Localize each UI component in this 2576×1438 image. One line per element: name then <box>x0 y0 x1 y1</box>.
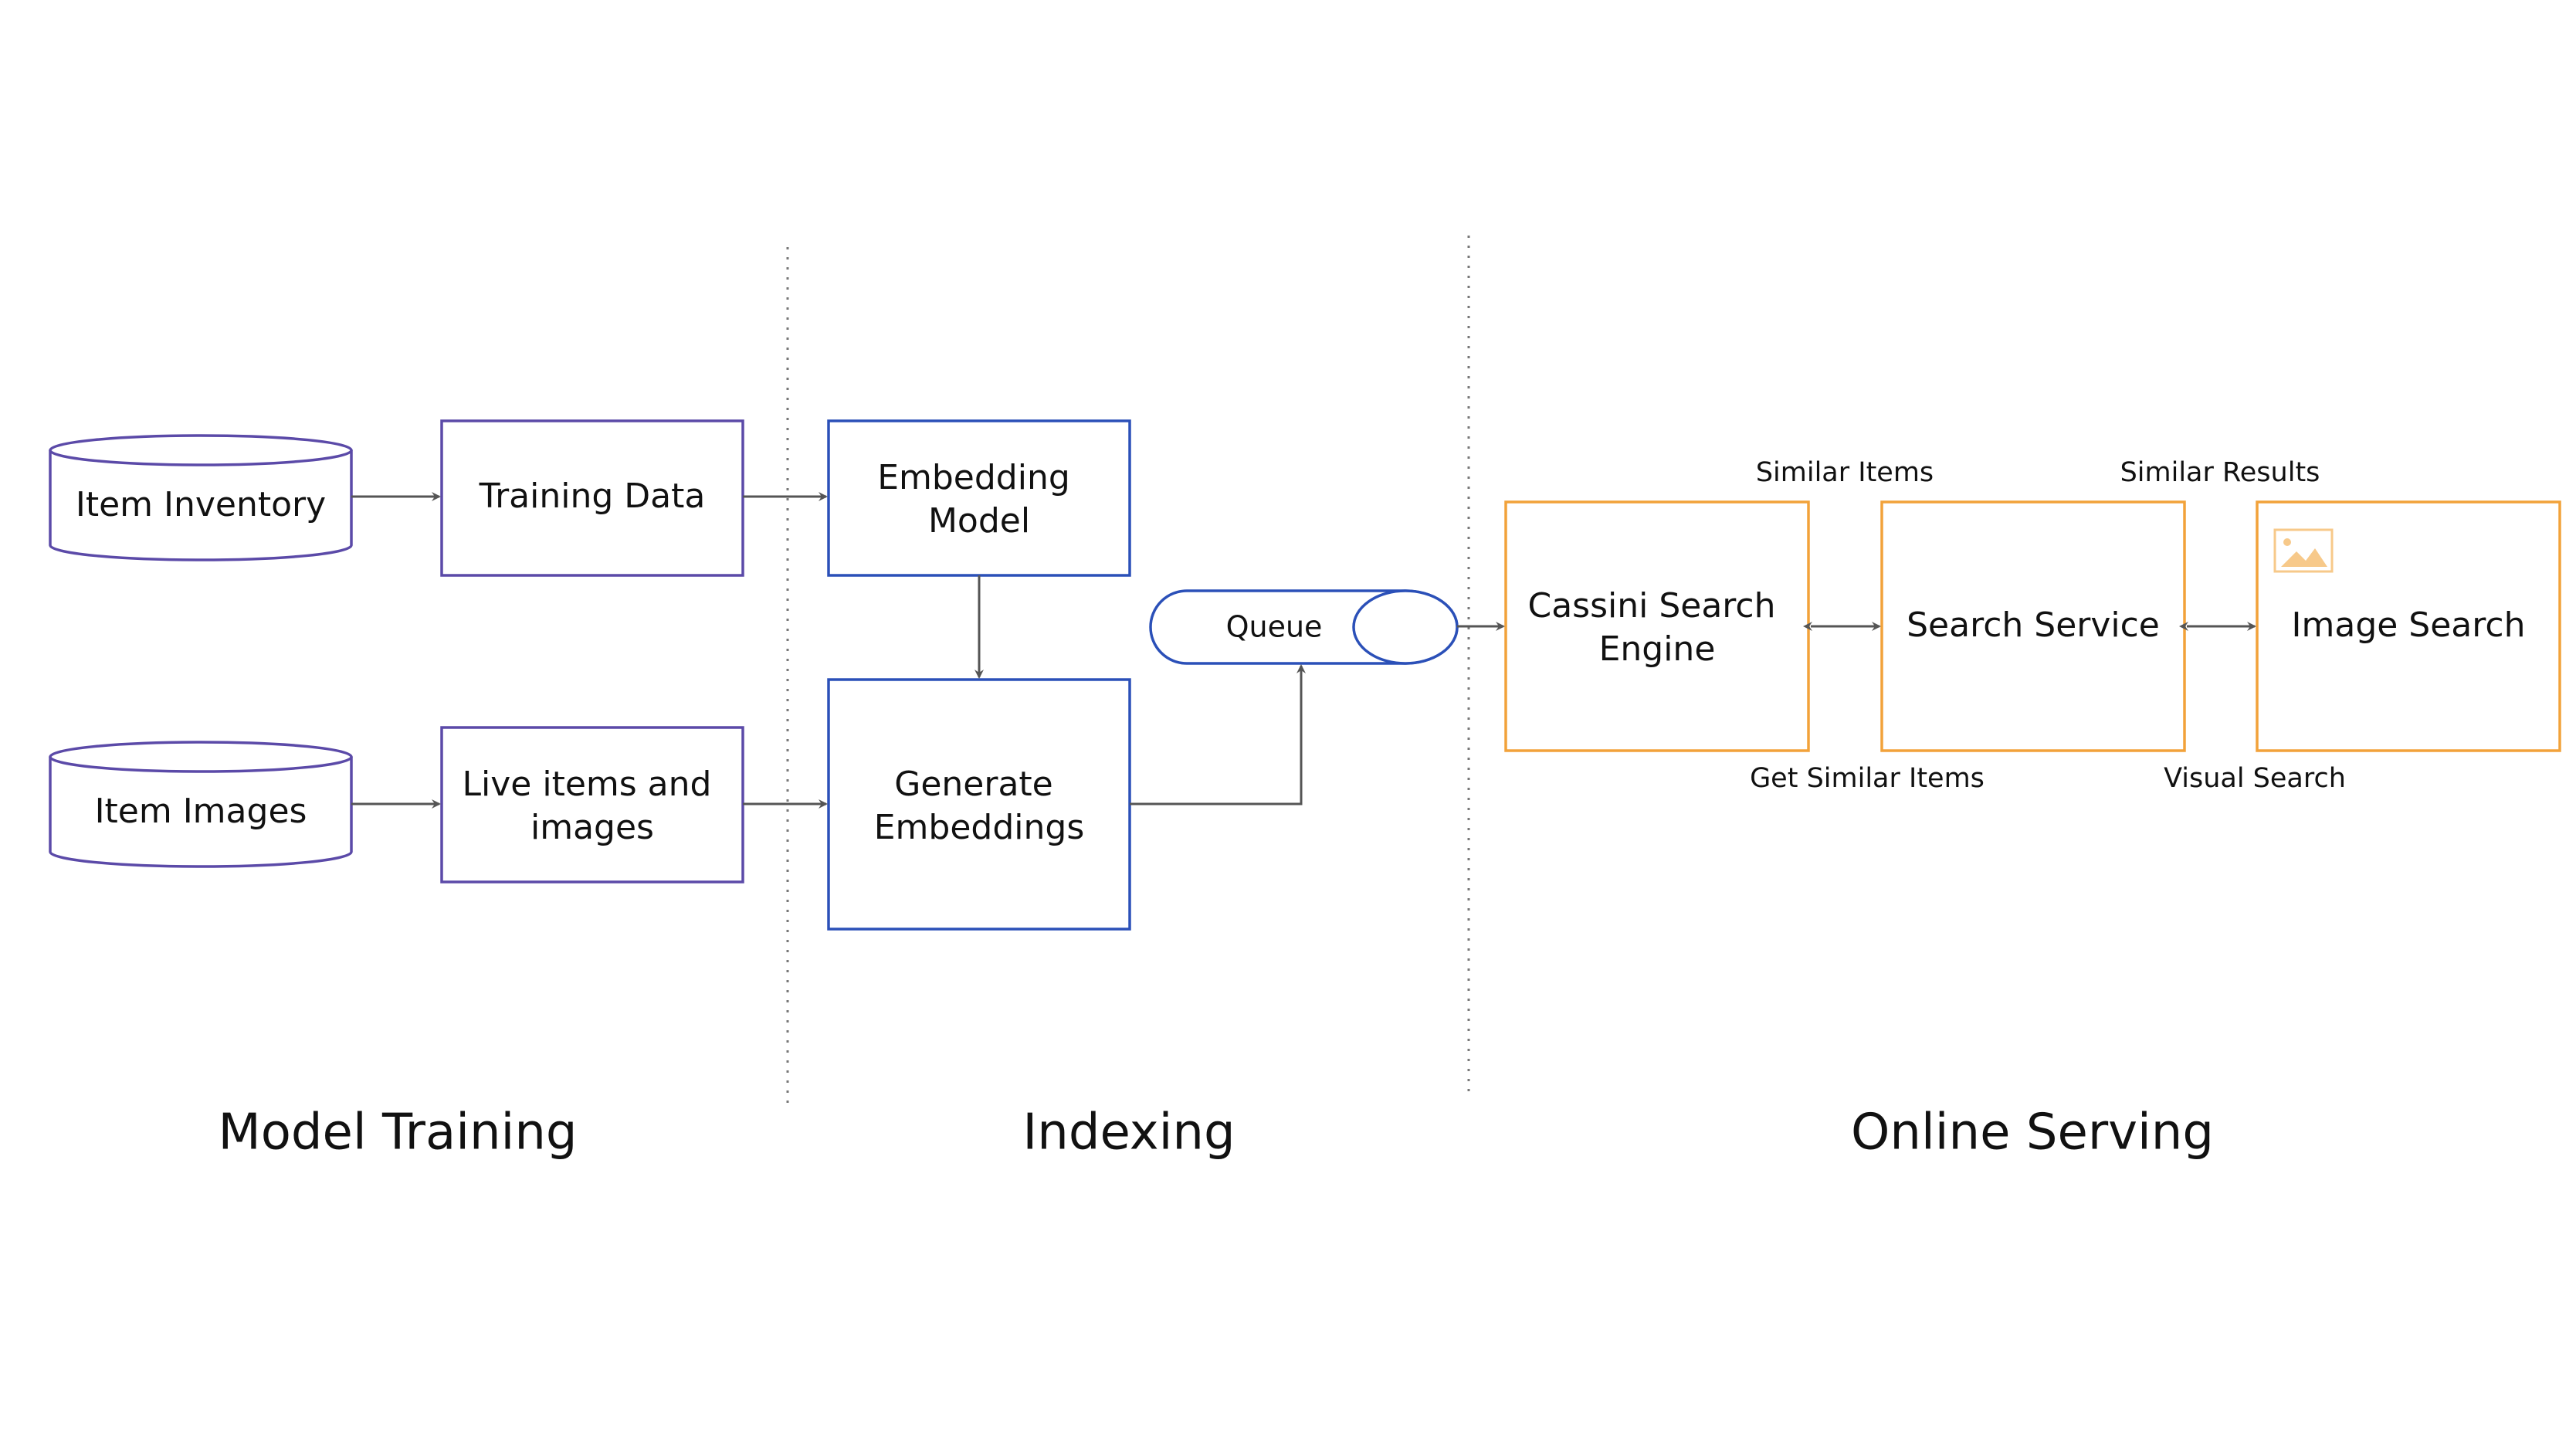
search-service-label: Search Service <box>1907 605 2160 645</box>
item-inventory-label: Item Inventory <box>76 485 326 524</box>
item-inventory-database: Item Inventory <box>49 434 353 561</box>
section-title-model-training: Model Training <box>218 1104 577 1162</box>
image-search-label: Image Search <box>2292 605 2526 645</box>
generate-embeddings-label-line-2: Embeddings <box>874 808 1085 847</box>
training-data-box: Training Data <box>440 419 744 577</box>
image-icon <box>2273 528 2334 573</box>
live-items-label: Live items and images <box>463 765 723 847</box>
training-data-label: Training Data <box>479 477 706 516</box>
section-title-indexing: Indexing <box>1022 1104 1235 1162</box>
edge-label-get-similar-items: Get Similar Items <box>1750 763 1985 794</box>
cassini-label-line-1: Cassini Search <box>1527 586 1775 626</box>
item-images-label: Item Images <box>95 792 307 831</box>
cassini-label: Cassini Search Engine <box>1527 586 1786 669</box>
embedding-model-label: Embedding Model <box>877 458 1081 541</box>
edge-label-similar-items: Similar Items <box>1756 457 1934 488</box>
image-search-box: Image Search <box>2256 500 2561 752</box>
embedding-model-box: Embedding Model <box>827 419 1131 577</box>
edge-label-similar-results: Similar Results <box>2120 457 2320 488</box>
live-items-label-line-2: images <box>530 808 654 847</box>
search-service-box: Search Service <box>1880 500 2186 752</box>
edge-label-visual-search: Visual Search <box>2164 763 2346 794</box>
edge-generate-embeddings-to-queue <box>1130 664 1306 805</box>
generate-embeddings-box: Generate Embeddings <box>827 678 1131 931</box>
queue-label: Queue <box>1226 610 1323 644</box>
embedding-model-label-line-2: Model <box>928 501 1030 541</box>
generate-embeddings-label: Generate Embeddings <box>874 765 1085 847</box>
cassini-label-line-2: Engine <box>1599 629 1716 669</box>
generate-embeddings-label-line-1: Generate <box>894 765 1053 804</box>
queue-node: Queue <box>1149 589 1459 665</box>
section-title-online-serving: Online Serving <box>1851 1104 2214 1162</box>
live-items-label-line-1: Live items and <box>463 765 712 804</box>
item-images-database: Item Images <box>49 741 353 868</box>
embedding-model-label-line-1: Embedding <box>877 458 1070 497</box>
live-items-box: Live items and images <box>440 726 744 883</box>
cassini-search-engine-box: Cassini Search Engine <box>1504 500 1810 752</box>
